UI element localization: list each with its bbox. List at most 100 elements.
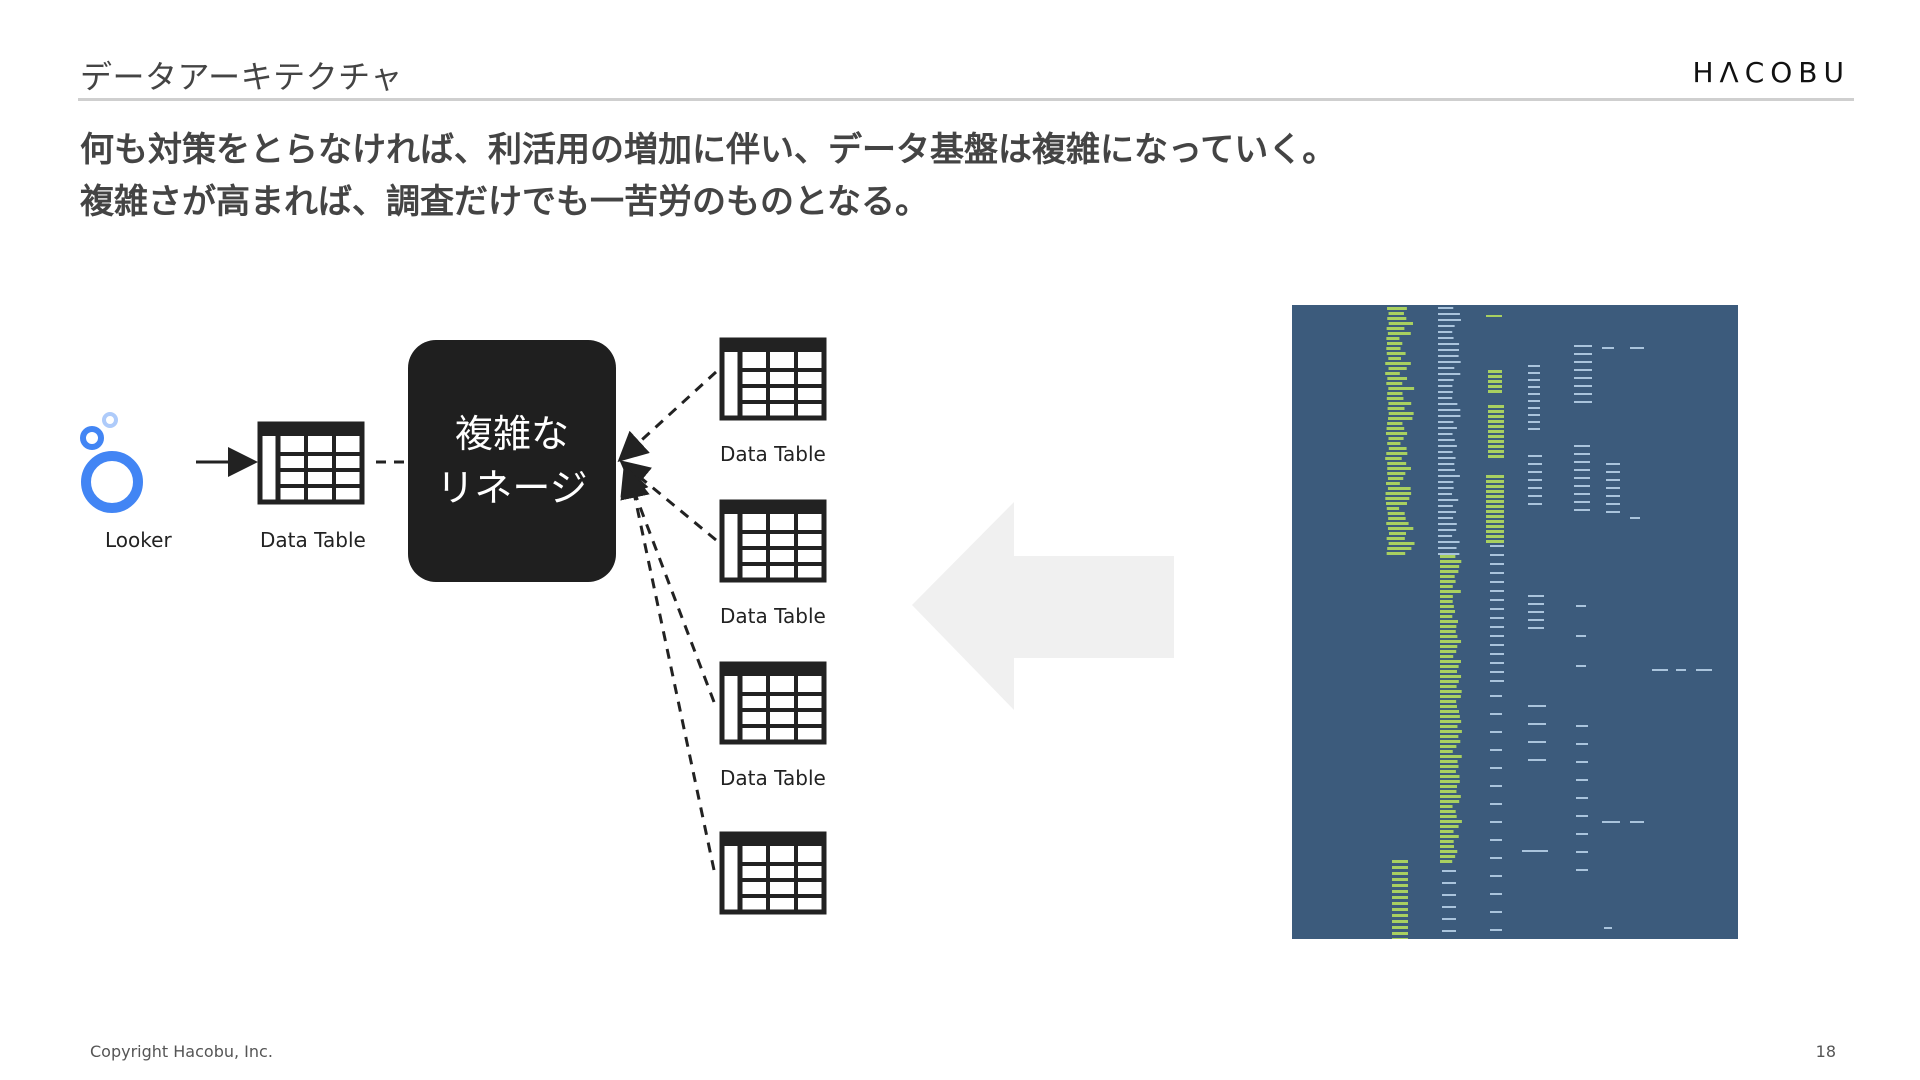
lineage-node [1440,745,1457,748]
lineage-node [1528,741,1546,743]
lineage-node [1440,810,1456,813]
lineage-node [1438,325,1455,327]
lineage-node [1490,857,1502,859]
lineage-node [1606,471,1620,473]
lineage-node [1576,815,1588,817]
lineage-node [1438,523,1457,525]
lineage-node [1387,547,1412,550]
lineage-node [1490,671,1504,673]
lineage-node [1392,938,1408,941]
lineage-node [1488,405,1504,408]
upstream-table-label: Data Table [720,604,826,628]
lineage-node [1440,825,1459,828]
lineage-node [1576,725,1588,727]
lineage-node [1386,482,1400,485]
lineage-node [1392,926,1408,929]
lineage-node [1440,765,1459,768]
lineage-node [1440,615,1453,618]
looker-label: Looker [105,528,172,552]
lineage-node [1488,425,1504,428]
lineage-node [1440,740,1461,743]
lineage-node [1486,495,1504,498]
lineage-node [1576,605,1586,607]
complex-lineage-graph-image [1292,305,1738,941]
lineage-node [1440,800,1460,803]
lineage-node [1438,493,1453,495]
lineage-node [1576,635,1586,637]
lineage-node [1574,345,1592,347]
lineage-node [1440,670,1457,673]
lineage-node [1490,581,1504,583]
lineage-node [1576,833,1588,835]
lineage-node [1574,461,1590,463]
lineage-node [1606,463,1620,465]
lineage-node [1440,795,1461,798]
lineage-node [1385,432,1408,435]
lineage-node [1440,560,1462,563]
lineage-node [1440,660,1461,663]
lineage-node [1488,415,1504,418]
lineage-node [1392,908,1408,911]
lineage-node [1528,723,1546,725]
lineage-node [1440,715,1460,718]
lineage-node [1488,420,1504,423]
upstream-table-icon [719,831,827,915]
lineage-node [1606,495,1620,497]
lineage-node [1438,385,1453,387]
lineage-node [1490,554,1504,556]
lineage-node [1438,547,1457,549]
lineage-node [1438,403,1458,405]
lineage-node [1440,645,1458,648]
lineage-node [1528,386,1540,388]
lineage-node [1528,365,1540,367]
lineage-node [1438,529,1457,531]
lineage-node [1387,342,1403,345]
lineage-node [1528,759,1546,761]
lineage-node [1574,509,1590,511]
lineage-node [1386,452,1408,455]
lineage-node [1490,653,1504,655]
lineage-node [1488,410,1504,413]
lineage-node [1486,525,1504,528]
lineage-node [1490,875,1502,877]
lineage-node [1440,565,1460,568]
lineage-node [1385,457,1402,460]
lineage-node [1528,479,1542,481]
looker-icon [80,412,143,513]
lineage-node [1385,362,1411,365]
lineage-node [1440,780,1460,783]
lineage-node [1490,785,1502,787]
lineage-node [1392,902,1408,905]
lineage-node [1490,644,1504,646]
lineage-node [1486,530,1504,533]
lineage-node [1490,749,1502,751]
lineage-node [1486,490,1504,493]
lineage-node [1576,851,1588,853]
lineage-node [1392,914,1408,917]
lineage-node [1386,347,1401,350]
lineage-node [1490,839,1502,841]
lineage-node [1488,450,1504,453]
lineage-node [1440,635,1458,638]
lineage-node [1442,870,1456,872]
lineage-node [1490,563,1504,565]
lineage-node [1386,502,1407,505]
lineage-node [1438,433,1453,435]
lineage-node [1438,469,1455,471]
lineage-node [1486,480,1504,483]
lineage-node [1696,669,1712,671]
lineage-node [1438,439,1455,441]
lineage-node [1490,635,1504,637]
lineage-node [1528,379,1540,381]
lineage-node [1676,669,1686,671]
lineage-node [1574,469,1590,471]
lineage-node [1440,790,1457,793]
upstream-table-icon [719,661,827,745]
lineage-node [1574,369,1592,371]
lineage-node [1440,585,1453,588]
lineage-node [1387,442,1401,445]
lineage-node [1574,501,1590,503]
lineage-node [1490,545,1504,547]
lineage-node [1488,370,1502,373]
